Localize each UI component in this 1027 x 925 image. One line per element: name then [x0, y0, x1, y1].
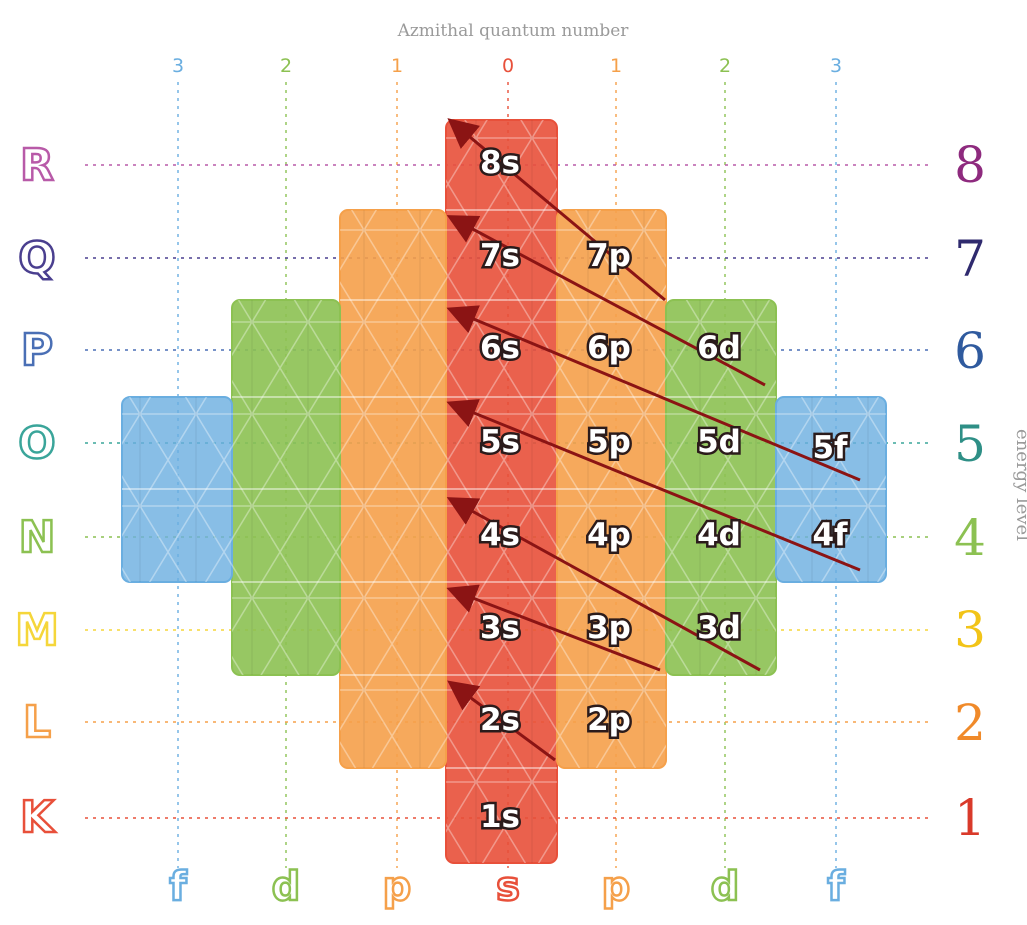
bottom-letter-p-right: p: [602, 864, 631, 910]
orbital-3s: 3s: [480, 610, 520, 646]
top-number-p-left: 1: [391, 55, 403, 77]
shell-letter-K: K: [20, 792, 56, 843]
bottom-letter-s: s: [496, 864, 520, 910]
top-number-f-left: 3: [172, 55, 184, 77]
top-azimuthal-numbers: 3 2 1 0 1 2 3: [172, 55, 842, 77]
orbital-5d: 5d: [697, 424, 741, 460]
bottom-letter-d-right: d: [711, 864, 740, 910]
bottom-subshell-letters: f d p s p d f: [169, 864, 845, 910]
energy-level-3: 3: [954, 601, 986, 659]
top-number-s: 0: [502, 55, 514, 77]
shell-letter-O: O: [18, 418, 55, 469]
energy-level-4: 4: [954, 509, 986, 567]
orbital-5f: 5f: [812, 430, 848, 466]
orbital-5s: 5s: [480, 424, 520, 460]
orbital-2s: 2s: [480, 702, 520, 738]
top-number-d-left: 2: [280, 55, 292, 77]
bottom-letter-p-left: p: [383, 864, 412, 910]
bottom-letter-f-right: f: [827, 864, 845, 910]
energy-level-axis-label: energy level: [1012, 429, 1027, 541]
shell-letters: R Q P O N M L K: [15, 140, 59, 843]
orbital-4s: 4s: [480, 517, 520, 553]
orbital-4p: 4p: [587, 517, 631, 553]
shell-letter-N: N: [19, 512, 56, 563]
orbital-6p: 6p: [587, 330, 631, 366]
orbital-5p: 5p: [587, 424, 631, 460]
orbital-8s: 8s: [480, 145, 520, 181]
shell-letter-P: P: [21, 325, 53, 376]
top-number-p-right: 1: [610, 55, 622, 77]
orbital-4f: 4f: [812, 517, 848, 553]
orbital-3p: 3p: [587, 610, 631, 646]
energy-level-8: 8: [954, 136, 986, 194]
shell-letter-R: R: [20, 140, 54, 191]
diagram-title: Azmithal quantum number: [397, 21, 630, 41]
s-block-texture: [446, 120, 557, 863]
orbital-4d: 4d: [697, 517, 741, 553]
orbital-3d: 3d: [697, 610, 741, 646]
orbital-2p: 2p: [587, 702, 631, 738]
shell-letter-L: L: [23, 697, 51, 748]
energy-level-5: 5: [954, 415, 986, 473]
d-block-left-texture: [232, 300, 340, 675]
orbital-blocks: [122, 120, 886, 863]
bottom-letter-d-left: d: [272, 864, 301, 910]
orbital-7s: 7s: [480, 238, 520, 274]
orbital-6d: 6d: [697, 330, 741, 366]
energy-level-2: 2: [954, 694, 986, 752]
top-number-f-right: 3: [830, 55, 842, 77]
top-number-d-right: 2: [719, 55, 731, 77]
orbital-1s: 1s: [480, 799, 520, 835]
energy-level-7: 7: [954, 230, 986, 288]
energy-level-6: 6: [954, 322, 986, 380]
energy-level-1: 1: [954, 789, 986, 847]
bottom-letter-f-left: f: [169, 864, 187, 910]
orbital-7p: 7p: [587, 238, 631, 274]
shell-letter-M: M: [15, 605, 59, 656]
shell-letter-Q: Q: [18, 233, 55, 284]
energy-level-numbers: 8 7 6 5 4 3 2 1: [954, 136, 986, 847]
orbital-6s: 6s: [480, 330, 520, 366]
